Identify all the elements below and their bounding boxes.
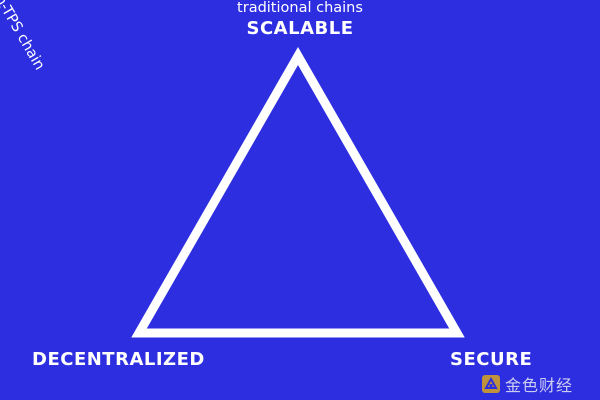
watermark: 金色财经: [481, 373, 573, 395]
vertex-secure: SECURE: [450, 349, 533, 370]
jinse-logo-icon: [482, 375, 500, 393]
vertex-scalable: SCALABLE: [246, 18, 354, 39]
watermark-text: 金色财经: [505, 376, 574, 395]
vertex-decentralized: DECENTRALIZED: [32, 349, 205, 370]
edge-label-traditional: traditional chains: [237, 0, 363, 16]
